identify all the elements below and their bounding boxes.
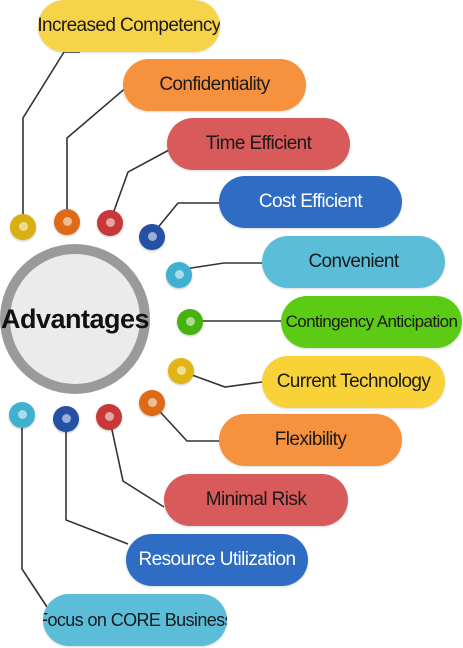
connector-line	[108, 415, 165, 508]
pill-label: Minimal Risk	[205, 489, 307, 510]
pill-label: Current Technology	[276, 371, 431, 392]
pill-flexibility: Flexibility	[219, 414, 402, 466]
pill-label: Confidentiality	[159, 74, 270, 95]
bullet-dot	[139, 224, 165, 250]
connector-line	[22, 51, 80, 224]
bullet-dot	[10, 214, 36, 240]
bullet-dot	[96, 404, 122, 430]
connector-line	[21, 414, 48, 608]
pill-current-technology: Current Technology	[262, 356, 445, 408]
pill-resource-utilization: Resource Utilization	[126, 534, 308, 586]
connector-line	[180, 370, 263, 388]
connector-line	[66, 85, 129, 221]
pill-time-efficient: Time Efficient	[167, 118, 350, 170]
center-circle-inner: Advantages	[1, 254, 150, 384]
connector-line	[65, 419, 129, 545]
bullet-dot	[139, 390, 165, 416]
connector-line	[109, 149, 170, 223]
connector-line	[150, 202, 220, 237]
bullet-dot	[9, 402, 35, 428]
connector-line	[177, 262, 262, 271]
pill-label: Contingency Anticipation	[285, 312, 458, 331]
pill-label: Increased Competency	[38, 15, 220, 36]
bullet-dot	[166, 262, 192, 288]
pill-confidentiality: Confidentiality	[123, 59, 306, 111]
bullet-dot	[177, 309, 203, 335]
pill-focus-on-core-business: Focus on CORE Business	[43, 594, 227, 646]
center-circle: Advantages	[0, 244, 150, 394]
pill-cost-efficient: Cost Efficient	[219, 176, 402, 228]
pill-label: Resource Utilization	[138, 549, 297, 570]
pill-label: Cost Efficient	[258, 191, 363, 212]
center-label: Advantages	[0, 303, 150, 334]
connector-line	[150, 401, 220, 442]
pill-increased-competency: Increased Competency	[38, 0, 220, 52]
bullet-dot	[54, 209, 80, 235]
bullet-dot	[168, 358, 194, 384]
bullet-dot	[53, 406, 79, 432]
pill-label: Convenient	[308, 251, 399, 272]
pill-convenient: Convenient	[262, 236, 445, 288]
bullet-dot	[97, 210, 123, 236]
pill-minimal-risk: Minimal Risk	[164, 474, 348, 526]
pill-label: Time Efficient	[205, 133, 312, 154]
pill-label: Flexibility	[274, 429, 347, 450]
pill-label: Focus on CORE Business	[43, 609, 227, 630]
pill-contingency-anticipation: Contingency Anticipation	[281, 296, 462, 348]
